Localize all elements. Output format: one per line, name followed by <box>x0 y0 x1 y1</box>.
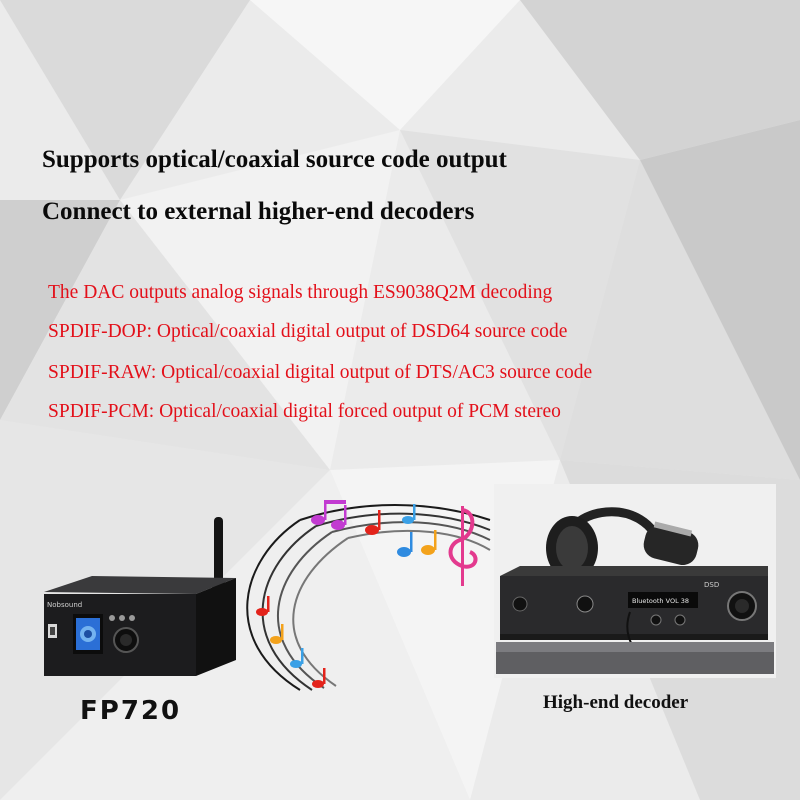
feature-dac-analog: The DAC outputs analog signals through E… <box>48 282 553 303</box>
feature-spdif-dop: SPDIF-DOP: Optical/coaxial digital outpu… <box>48 321 568 342</box>
music-notes-icon <box>246 500 491 691</box>
brand-logo: Nobsound <box>47 601 82 609</box>
product-illustration: Nobsound <box>44 484 776 691</box>
caption-high-end-decoder: High-end decoder <box>543 692 689 713</box>
headline-optical-coaxial: Supports optical/coaxial source code out… <box>42 146 507 173</box>
headline-external-decoders: Connect to external higher-end decoders <box>42 198 475 225</box>
decoder-display-text: Bluetooth VOL 38 <box>632 597 689 605</box>
model-caption-fp720: FP720 <box>80 696 182 726</box>
feature-spdif-pcm: SPDIF-PCM: Optical/coaxial digital force… <box>48 401 561 422</box>
feature-spdif-raw: SPDIF-RAW: Optical/coaxial digital outpu… <box>48 362 593 383</box>
fp720-device-image: Nobsound <box>44 517 236 676</box>
decoder-dsd-badge: DSD <box>704 581 719 589</box>
headphones-icon <box>546 507 699 580</box>
decoder-device-image: Bluetooth VOL 38 DSD <box>494 484 776 678</box>
